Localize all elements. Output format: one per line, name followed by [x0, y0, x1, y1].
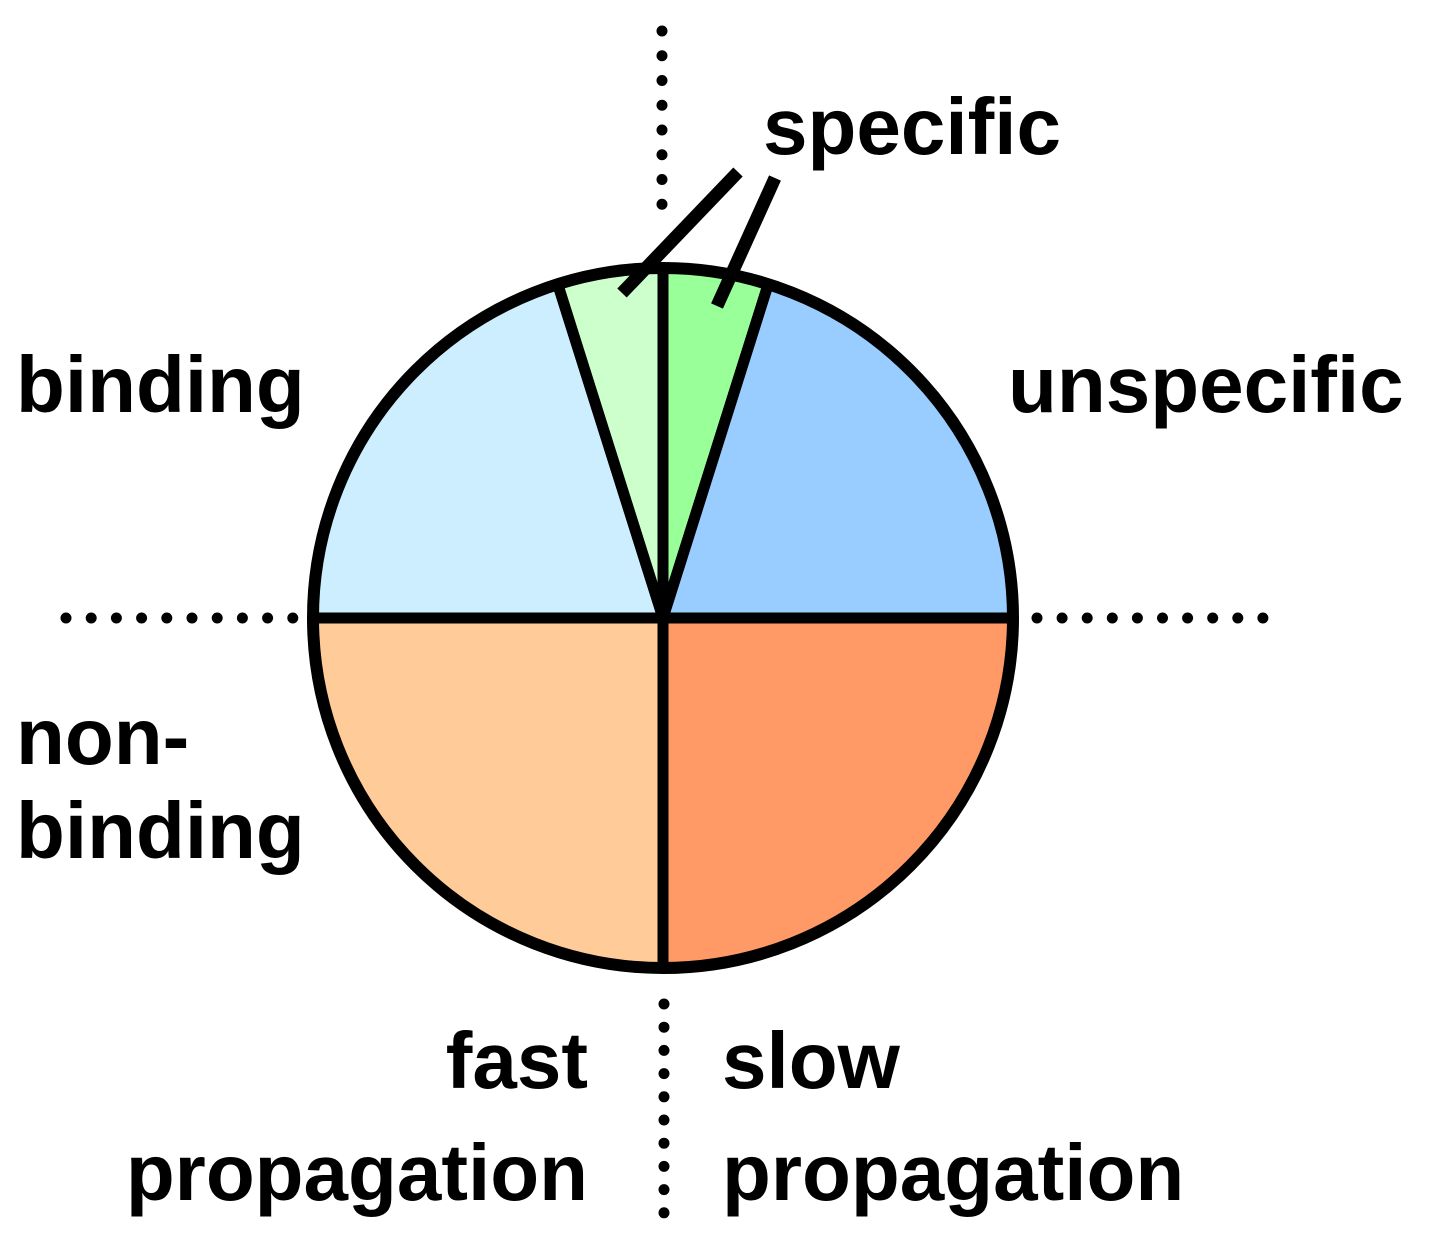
label-fast-propagation-line1: fast [445, 1016, 588, 1105]
label-slow-propagation-line2: propagation [722, 1128, 1185, 1217]
label-fast-propagation-line2: propagation [125, 1128, 588, 1217]
specific-callout-line-left [617, 167, 743, 298]
pie-outline-circle [307, 262, 1019, 974]
label-non-binding: non- binding [16, 690, 305, 879]
label-specific: specific [763, 82, 1061, 171]
label-slow-propagation: slow propagation [722, 1005, 1184, 1229]
label-binding: binding [16, 340, 305, 429]
label-slow-propagation-line1: slow [722, 1016, 900, 1105]
label-non-binding-line1: non- [16, 692, 190, 781]
specific-callout-line-right [711, 175, 781, 309]
label-non-binding-line2: binding [16, 786, 305, 876]
label-unspecific: unspecific [1008, 340, 1404, 429]
label-fast-propagation: fast propagation [126, 1005, 588, 1229]
